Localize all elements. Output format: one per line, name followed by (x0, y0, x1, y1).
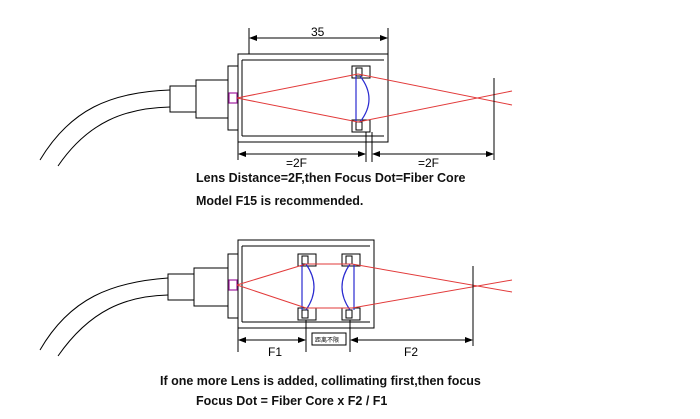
top-width-dimension (248, 28, 389, 54)
bottom-fiber-core (228, 279, 238, 291)
bottom-gap-label: 距离不限 (315, 336, 339, 344)
top-fiber-connector (169, 65, 239, 131)
bottom-focusing-lens (341, 263, 355, 311)
top-lens-mount (351, 65, 371, 133)
caption-model-recommendation: Model F15 is recommended. (196, 194, 364, 208)
bottom-lens-mounts (297, 253, 361, 321)
top-width-label: 35 (311, 25, 325, 39)
bottom-f2-label: F2 (404, 345, 418, 359)
top-fiber-core (228, 92, 238, 104)
bottom-light-beam (236, 263, 513, 309)
top-lens (355, 75, 370, 123)
bottom-fiber-cable (39, 277, 169, 357)
top-left-distance-label: =2F (286, 156, 307, 170)
caption-lens-distance: Lens Distance=2F,then Focus Dot=Fiber Co… (196, 171, 466, 185)
top-light-beam (236, 73, 513, 123)
bottom-collimating-lens (301, 263, 315, 311)
bottom-distance-dimensions (237, 320, 473, 352)
caption-second-lens: If one more Lens is added, collimating f… (160, 374, 481, 388)
top-distance-dimensions (237, 132, 494, 162)
bottom-fiber-connector (167, 253, 239, 319)
caption-focus-formula: Focus Dot = Fiber Core x F2 / F1 (196, 394, 388, 408)
top-right-distance-label: =2F (418, 156, 439, 170)
top-fiber-cable (39, 89, 171, 167)
bottom-f1-label: F1 (268, 345, 282, 359)
